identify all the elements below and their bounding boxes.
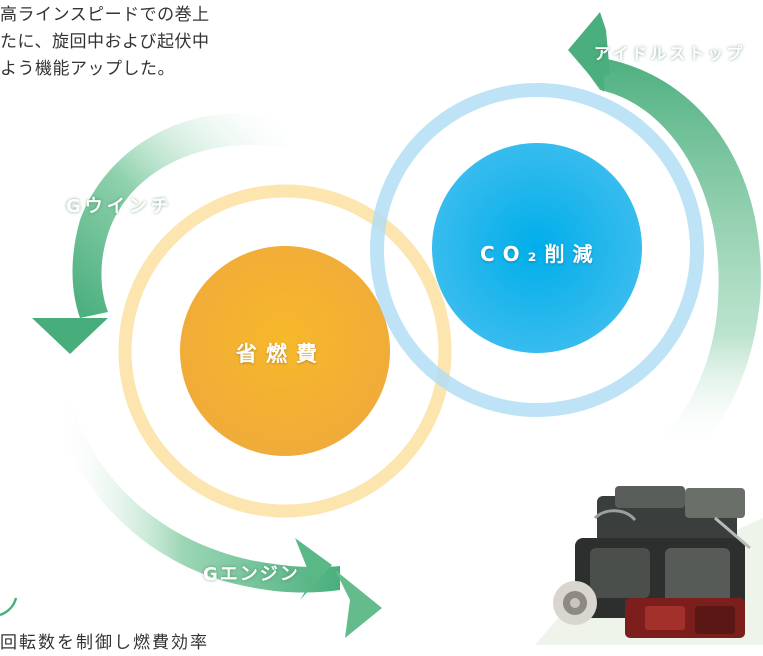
co2-reduction-group — [370, 83, 704, 417]
intro-text-line: たに、旋回中および起伏中 — [0, 32, 210, 52]
g-winch-label: Gウインチ — [66, 196, 173, 217]
bottom-text: 回転数を制御し燃費効率 — [0, 633, 209, 653]
g-engine-arrow — [55, 400, 382, 638]
green-arc-icon — [0, 597, 18, 617]
idle-stop-arrow — [568, 12, 761, 455]
idle-stop-label: アイドルストップ — [594, 44, 746, 63]
fuel-saving-circle — [180, 246, 390, 456]
intro-text-line: よう機能アップした。 — [0, 59, 175, 79]
intro-text: 高ラインスピードでの巻上 たに、旋回中および起伏中 よう機能アップした。 — [0, 2, 250, 83]
intro-text-line: 高ラインスピードでの巻上 — [0, 5, 210, 25]
g-winch-arrow — [32, 113, 290, 354]
g-engine-label: Gエンジン — [203, 564, 300, 585]
co2-reduction-label: CO₂削減 — [480, 242, 601, 266]
co2-reduction-ring — [370, 83, 704, 417]
fuel-saving-group — [118, 184, 452, 518]
co2-reduction-circle — [432, 143, 642, 353]
fuel-saving-label: 省燃費 — [236, 342, 326, 366]
fuel-saving-ring — [118, 184, 452, 518]
engine-photo — [535, 486, 763, 645]
